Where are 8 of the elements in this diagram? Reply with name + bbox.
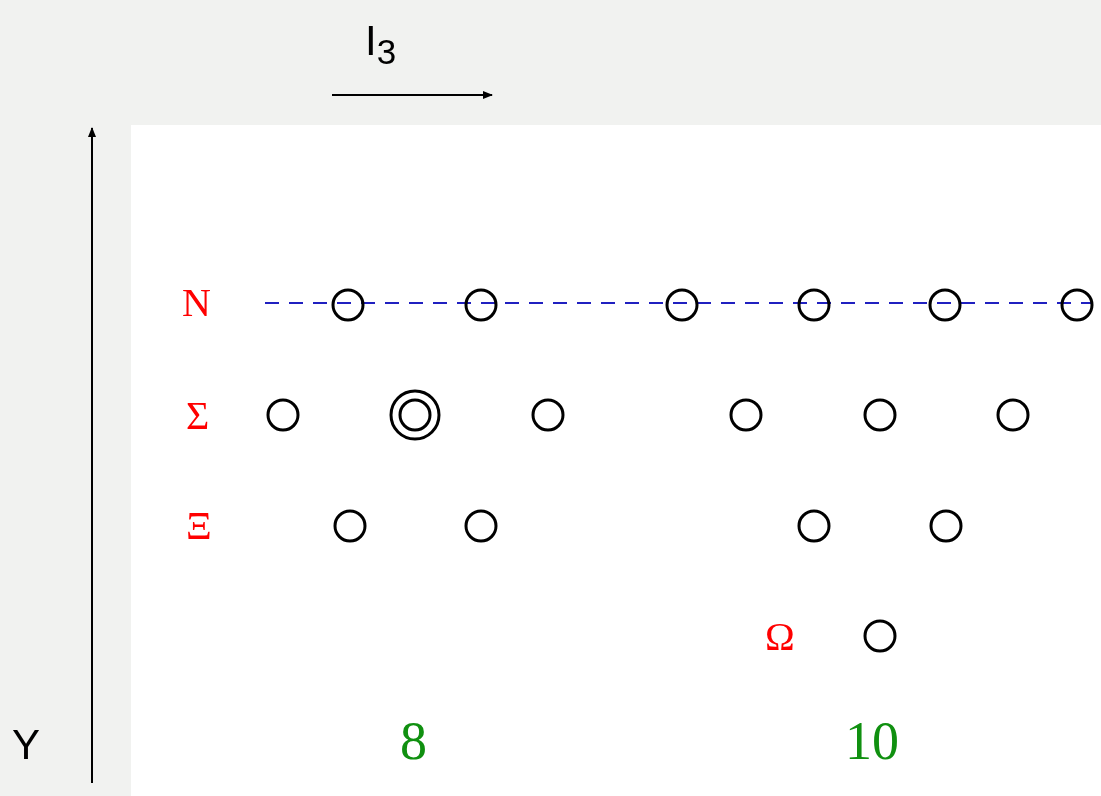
- multiplet-label: 8: [400, 714, 427, 768]
- row-label: Ξ: [186, 506, 212, 546]
- row-label: N: [182, 283, 211, 323]
- row-label: Ω: [765, 617, 795, 657]
- axis-label: Y: [12, 724, 40, 766]
- axis-label: I$_{3}$: [365, 20, 397, 70]
- row-label: Σ: [186, 396, 210, 436]
- multiplet-label: 10: [845, 714, 899, 768]
